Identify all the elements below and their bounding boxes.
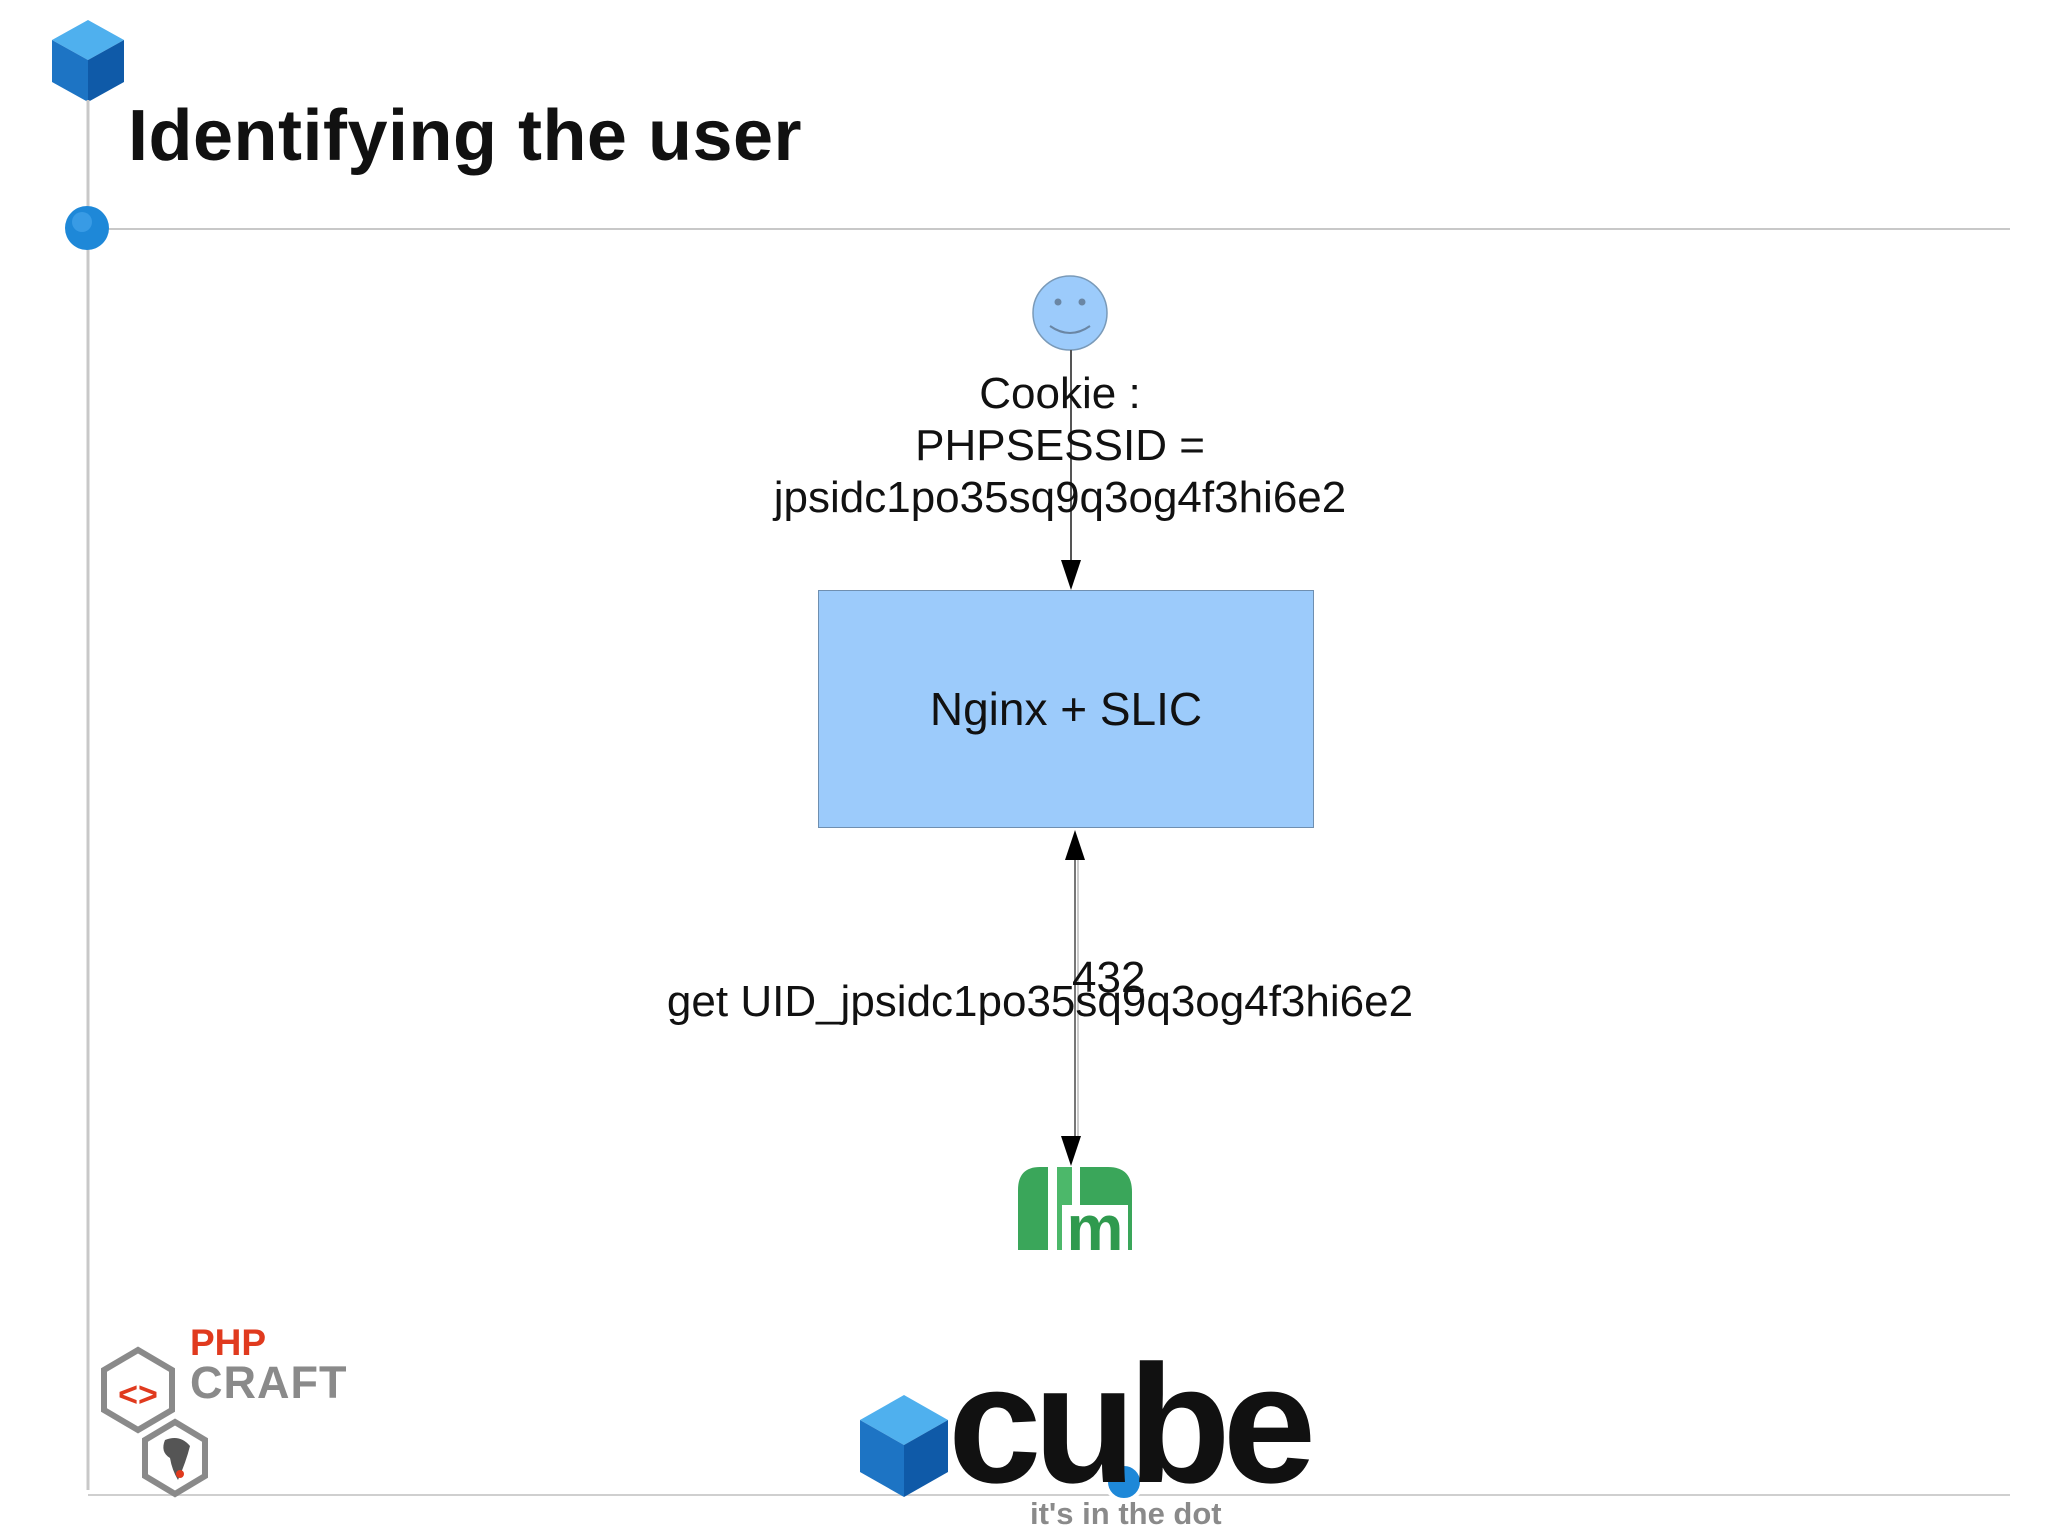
corner-cube-icon: [52, 20, 124, 102]
cookie-label: Cookie : PHPSESSID = jpsidc1po35sq9q3og4…: [700, 368, 1420, 524]
arrow-server-cache: [1061, 830, 1085, 1166]
lookup-label: get UID_jpsidc1po35sq9q3og4f3hi6e2: [666, 977, 1414, 1026]
cube-logo-tagline: it's in the dot: [1030, 1496, 1222, 1531]
phpcraft-logo-icon: <>: [101, 1346, 208, 1498]
slide-title: Identifying the user: [128, 96, 803, 176]
svg-text:m: m: [1067, 1192, 1124, 1264]
cookie-label-line: jpsidc1po35sq9q3og4f3hi6e2: [773, 473, 1347, 522]
memcached-logo-icon: m: [1018, 1167, 1132, 1264]
cookie-label-line: PHPSESSID =: [915, 421, 1205, 470]
server-box-label: Nginx + SLIC: [929, 683, 1203, 735]
cube-logo-wordmark: cube: [948, 1330, 1316, 1518]
cube-logo-icon: [860, 1395, 1144, 1502]
svg-text:<>: <>: [118, 1376, 158, 1414]
arrow-user-to-server: [1061, 350, 1081, 590]
phpcraft-php-text: PHP: [190, 1322, 267, 1363]
cookie-label-line: Cookie :: [979, 369, 1141, 418]
lookup-result: 432: [1072, 953, 1146, 1002]
server-box: Nginx + SLIC: [818, 590, 1314, 828]
phpcraft-craft-text: CRAFT: [190, 1357, 348, 1408]
smiley-face-icon: [1032, 275, 1108, 351]
